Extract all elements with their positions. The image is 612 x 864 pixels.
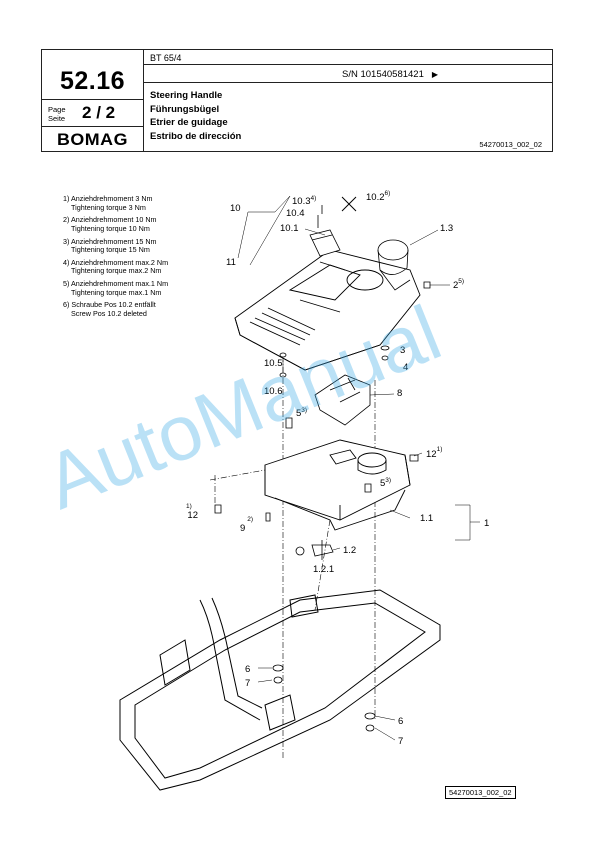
callout-1: 1 (484, 518, 489, 529)
cap-part (309, 205, 341, 257)
page-label: Page Seite (48, 105, 66, 123)
note-item: 2) Anziehdrehmoment 10 Nm Tightening tor… (63, 215, 157, 233)
arrow-icon: ▶ (431, 70, 438, 79)
header-rule (42, 126, 143, 127)
header-rule (42, 99, 143, 100)
clip-part (314, 374, 371, 426)
callout-12-b: 121) (186, 503, 198, 521)
callout-1-2-1: 1.2.1 (313, 564, 334, 575)
callout-12-a: 121) (426, 446, 442, 460)
note-item: 1) Anziehdrehmoment 3 Nm Tightening torq… (63, 194, 153, 212)
callout-10-5: 10.5 (264, 358, 283, 369)
knob-part (377, 239, 411, 291)
callout-9: 92) (240, 516, 253, 534)
callout-10-1: 10.1 (280, 223, 299, 234)
torque-notes: 1) Anziehdrehmoment 3 Nm Tightening torq… (63, 194, 169, 323)
header-table: 52.16 Page Seite 2 / 2 BOMAG BT 65/4 S/N… (41, 49, 553, 152)
callout-1-1: 1.1 (420, 513, 433, 524)
steering-frame (119, 589, 441, 791)
header-rule (143, 64, 552, 65)
callout-7-a: 7 (245, 678, 250, 689)
deleted-screw (341, 196, 357, 212)
callout-1-3: 1.3 (440, 223, 453, 234)
page-number: 2 / 2 (82, 103, 116, 122)
callout-8: 8 (397, 388, 402, 399)
callout-4: 4 (403, 362, 408, 373)
callout-11: 11 (226, 257, 236, 268)
title-block: Steering Handle Führungsbügel Etrier de … (150, 89, 241, 143)
callout-10: 10 (230, 203, 241, 214)
callout-10-4: 10.4 (286, 208, 305, 219)
callout-6-a: 6 (245, 664, 250, 675)
callout-10-2: 10.26) (366, 190, 390, 203)
callout-3: 3 (400, 345, 405, 356)
leader-lines (237, 195, 480, 741)
doc-reference: 54270013_002_02 (479, 140, 542, 149)
note-item: 3) Anziehdrehmoment 15 Nm Tightening tor… (63, 236, 157, 255)
serial-number: S/N 101540581421 ▶ (342, 69, 438, 80)
brand-logo: BOMAG (56, 130, 129, 149)
title-fr: Etrier de guidage (150, 117, 228, 128)
title-es: Estribo de dirección (150, 130, 242, 142)
fasteners (214, 281, 431, 732)
callout-6-b: 6 (398, 716, 403, 727)
doc-number: 52.16 (59, 67, 126, 95)
note-item: 6) Schraube Pos 10.2 entfällt Screw Pos … (63, 300, 156, 318)
title-de: Führungsbügel (150, 103, 220, 115)
callout-1-2: 1.2 (343, 545, 356, 556)
header-divider (143, 50, 144, 151)
title-en: Steering Handle (150, 90, 223, 101)
valve-part (295, 540, 334, 560)
handle-cover (234, 249, 421, 371)
callout-5-a: 53) (296, 407, 307, 419)
assembly-lines (209, 345, 376, 760)
lower-housing (264, 439, 411, 531)
callout-2: 25) (453, 278, 464, 291)
callout-7-b: 7 (398, 736, 403, 747)
callout-5-b: 53) (380, 477, 391, 489)
callout-10-3: 10.34) (292, 195, 316, 207)
note-item: 5) Anziehdrehmoment max.1 Nm Tightening … (63, 279, 169, 297)
header-rule (143, 82, 552, 83)
callout-10-6: 10.6 (264, 386, 283, 397)
note-item: 4) Anziehdrehmoment max.2 Nm Tightening … (63, 257, 169, 276)
figure-reference: 54270013_002_02 (445, 786, 516, 799)
model-name: BT 65/4 (150, 53, 182, 63)
